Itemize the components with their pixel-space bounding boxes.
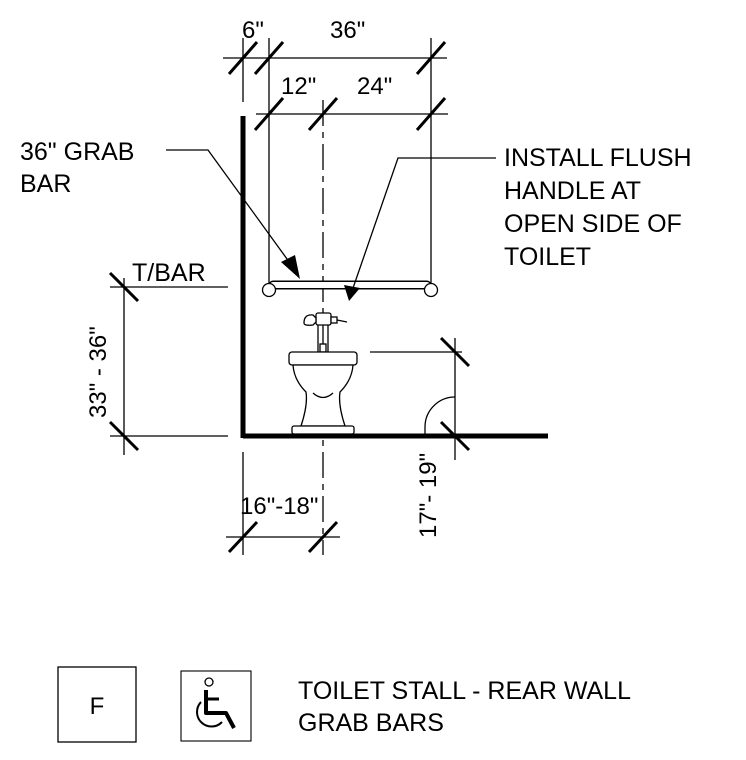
note-flush-line1: INSTALL FLUSH <box>504 144 692 172</box>
grab-bar <box>261 280 439 298</box>
toilet <box>288 312 358 435</box>
note-top-of-bar: T/BAR <box>132 259 206 287</box>
dim-wall-offset: 6" <box>242 17 264 44</box>
door-swing <box>424 396 456 436</box>
leader-flush-handle <box>344 157 496 301</box>
witness-lines <box>110 38 462 555</box>
dimension-ticks <box>108 41 471 554</box>
dim-overall-bar: 36" <box>330 17 365 44</box>
title-line2: GRAB BARS <box>298 709 444 737</box>
dim-toilet-centerline: 16"-18" <box>240 493 318 520</box>
title-block: F TOILET STALL - REAR WALL GRAB BARS <box>57 666 631 743</box>
dim-center-to-bar-end: 24" <box>357 73 392 100</box>
note-flush-line3: OPEN SIDE OF <box>504 210 682 238</box>
dim-seat-height: 17"- 19" <box>415 453 442 538</box>
wheelchair-accessibility-icon <box>180 670 252 742</box>
dim-bar-height: 33" - 36" <box>85 326 112 418</box>
dim-bar-to-center: 12" <box>281 73 316 100</box>
note-grab-bar-line1: 36" GRAB <box>20 138 134 166</box>
note-grab-bar-line2: BAR <box>20 170 71 198</box>
note-flush-line4: TOILET <box>504 243 591 271</box>
detail-letter: F <box>90 693 105 720</box>
note-flush-line2: HANDLE AT <box>504 177 641 205</box>
stall-walls <box>240 116 548 439</box>
detail-tag <box>57 666 137 743</box>
title-line1: TOILET STALL - REAR WALL <box>298 677 631 705</box>
leader-grab-bar <box>166 149 300 279</box>
